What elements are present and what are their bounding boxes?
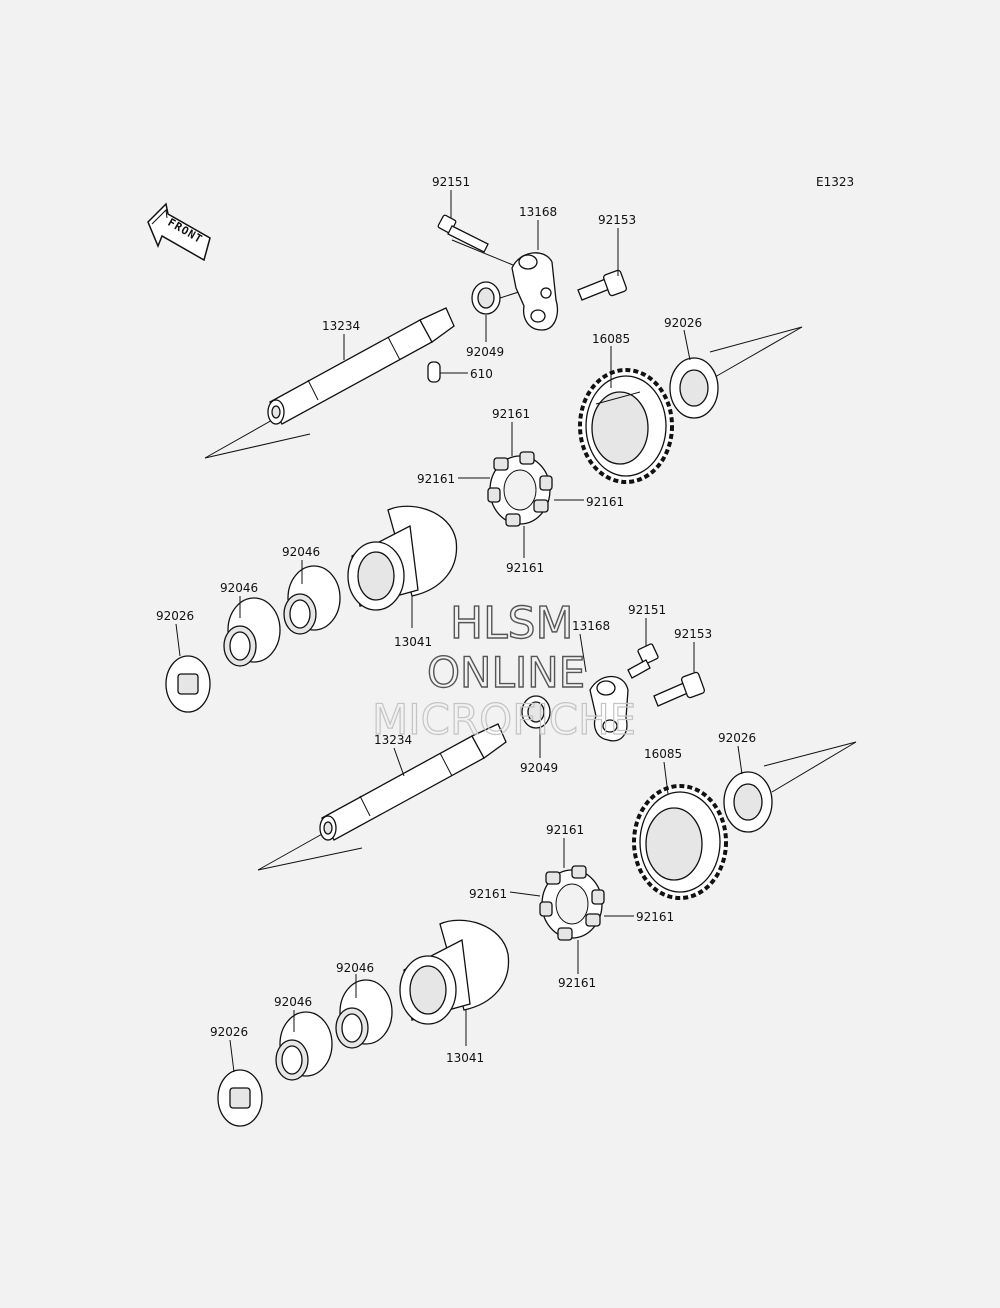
bearing-92049-upper — [471, 281, 501, 315]
part-number-label: 92151 — [432, 175, 470, 189]
labels-lower: 92151 13168 92153 13234 92049 16085 9202… — [210, 603, 756, 1065]
washer-92026-left-upper — [165, 655, 211, 713]
part-number-label: 16085 — [644, 747, 682, 761]
watermark-line1: HLSM — [450, 598, 574, 649]
leader-lines — [175, 190, 743, 1073]
watermark-line2: ONLINE — [427, 648, 585, 697]
part-number-label: 92049 — [466, 345, 504, 359]
part-number-label: 92161 — [546, 823, 584, 837]
part-number-label: 92046 — [220, 581, 258, 595]
part-number-label: 92153 — [674, 627, 712, 641]
needle-bearing-92046-b-upper — [223, 597, 281, 667]
part-number-label: 92026 — [210, 1025, 248, 1039]
part-number-label: 13234 — [374, 733, 412, 747]
part-number-label: 92161 — [417, 472, 455, 486]
arm-13168-lower — [589, 675, 629, 742]
hub-13041-lower — [399, 919, 510, 1025]
part-number-label: 16085 — [592, 332, 630, 346]
part-number-label: 13041 — [394, 635, 432, 649]
part-number-label: 13234 — [322, 319, 360, 333]
part-number-label: 13168 — [519, 205, 557, 219]
bolt-92153-upper — [577, 269, 628, 301]
watermark: HLSM ONLINE MICROFICHE — [371, 597, 636, 744]
watermark-line3: MICROFICHE — [372, 695, 636, 744]
diagram-code: E1323 — [816, 175, 854, 189]
part-number-label: 92151 — [628, 603, 666, 617]
part-number-label: 92161 — [558, 976, 596, 990]
lower-assembly — [217, 643, 857, 1127]
needle-bearing-92046-a-lower — [335, 979, 393, 1049]
part-number-label: 13168 — [572, 619, 610, 633]
bolt-92151-lower — [627, 643, 659, 679]
part-number-label: 92026 — [664, 316, 702, 330]
front-arrow-icon: FRONT — [147, 202, 211, 262]
pin-610-upper — [427, 361, 468, 383]
washer-92026-left-lower — [217, 1069, 263, 1127]
needle-bearing-92046-b-lower — [275, 1011, 333, 1081]
damper-set-92161-lower — [539, 865, 605, 941]
shaft-13234-lower — [319, 723, 507, 841]
part-number-label: 92161 — [469, 887, 507, 901]
bearing-92049-lower — [521, 695, 551, 729]
bolt-92153-lower — [653, 671, 706, 707]
part-number-label: 92026 — [156, 609, 194, 623]
needle-bearing-92046-a-upper — [283, 565, 341, 635]
part-number-label: 92049 — [520, 761, 558, 775]
part-number-label: 13041 — [446, 1051, 484, 1065]
part-number-label: 92161 — [586, 495, 624, 509]
part-number-label: 92161 — [506, 561, 544, 575]
labels-upper: 92151 13168 92153 13234 92049 610 16085 … — [156, 175, 702, 649]
upper-assembly — [165, 214, 803, 713]
washer-92026-right-upper — [669, 357, 719, 419]
damper-set-92161-upper — [487, 451, 553, 527]
part-number-label: 92046 — [282, 545, 320, 559]
washer-92026-right-lower — [723, 771, 773, 833]
part-number-label: 92046 — [274, 995, 312, 1009]
part-number-label: 92161 — [636, 910, 674, 924]
bolt-92151-upper — [437, 214, 489, 253]
part-number-label: 92153 — [598, 213, 636, 227]
shaft-13234-upper — [267, 307, 455, 425]
part-number-label: 92046 — [336, 961, 374, 975]
arm-13168-upper — [511, 252, 559, 331]
gear-16085-upper — [578, 368, 674, 484]
part-number-label: 92161 — [492, 407, 530, 421]
hub-13041-upper — [347, 505, 458, 611]
part-number-label: 92026 — [718, 731, 756, 745]
part-number-label: 610 — [470, 367, 493, 381]
gear-16085-lower — [632, 784, 728, 900]
